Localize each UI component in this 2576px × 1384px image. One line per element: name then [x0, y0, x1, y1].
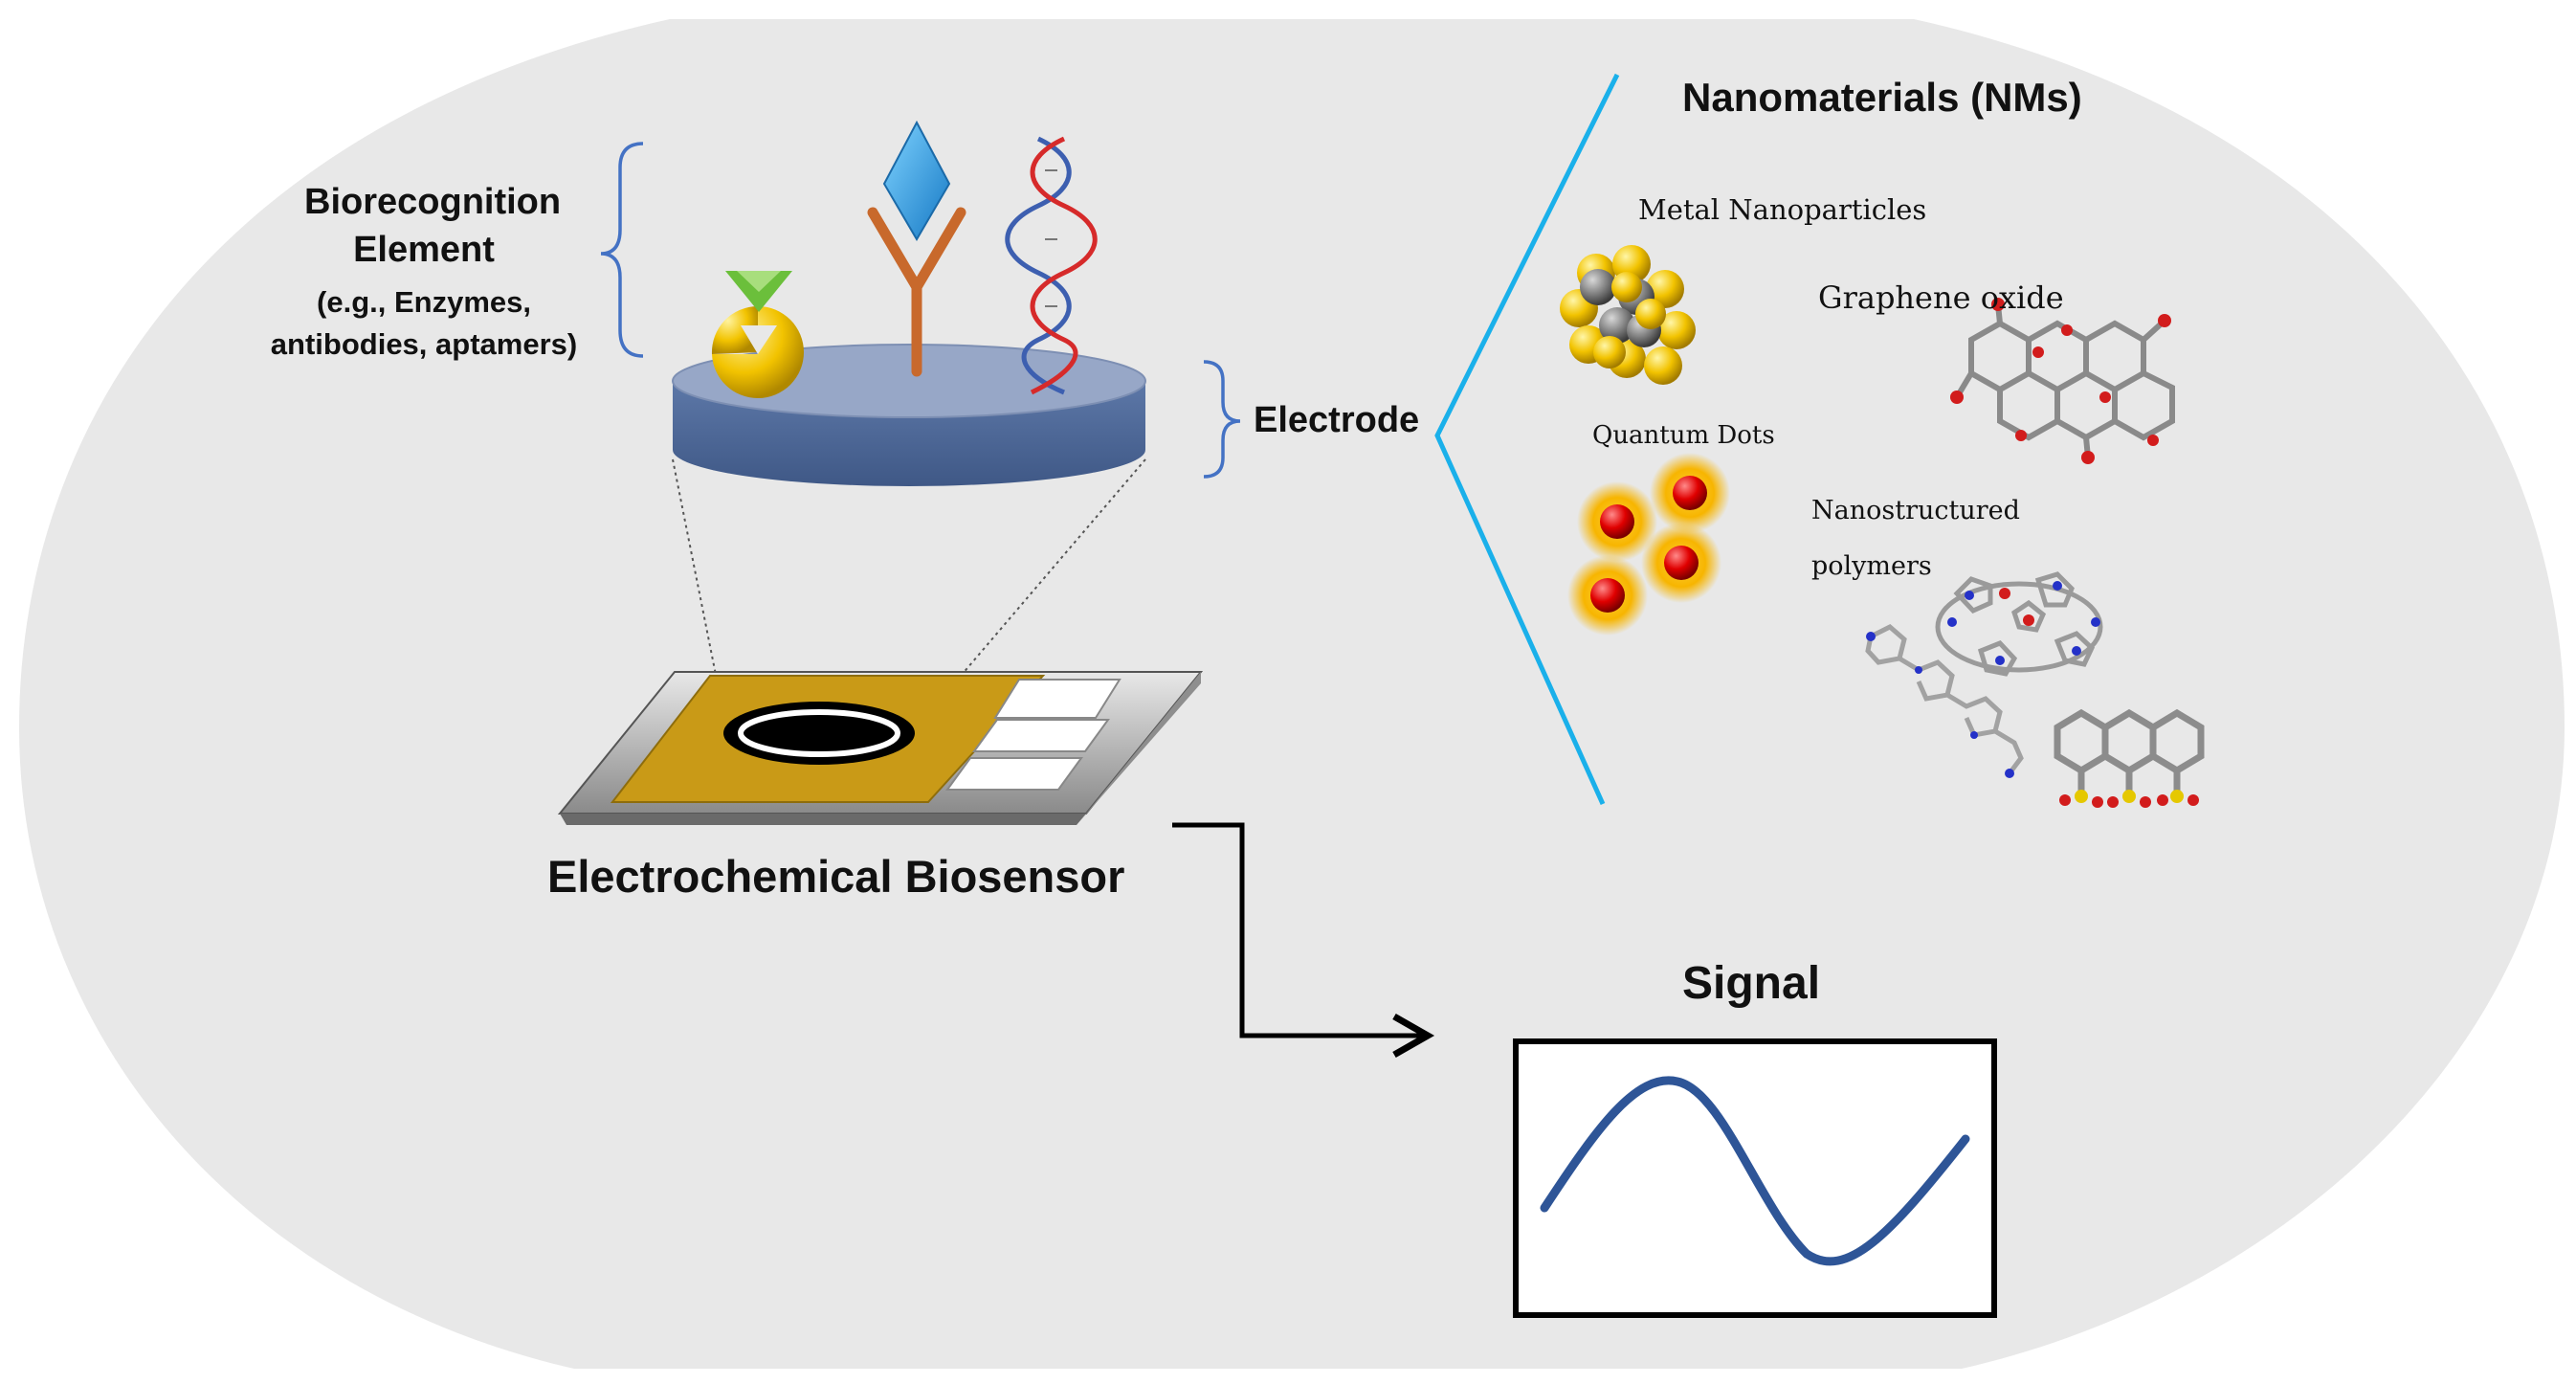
- signal-arrow: [1172, 822, 1435, 1059]
- aptamer-dna-icon: [1005, 136, 1098, 395]
- antibody-icon: [867, 207, 966, 377]
- biorecognition-examples-line2: antibodies, aptamers): [270, 327, 578, 361]
- electrode-bracket: [1203, 360, 1241, 479]
- polymer-chain-atoms: [1866, 632, 2014, 778]
- projection-line-right: [916, 458, 1146, 728]
- signal-wave: [1540, 1076, 1970, 1266]
- biorecognition-bracket: [600, 142, 644, 358]
- enzyme-icon: [711, 271, 804, 399]
- polymer-macrocycle-icon: [1935, 571, 2103, 677]
- metal-nanoparticles-label: Metal Nanoparticles: [1638, 193, 1927, 226]
- graphene-oxide-label: Graphene oxide: [1818, 279, 2064, 316]
- nanostructured-label-line1: Nanostructured: [1811, 496, 2020, 525]
- biorecognition-title-line1: Biorecognition: [304, 182, 562, 222]
- graphene-oxide-icon: [1954, 301, 2175, 460]
- quantum-dots-label: Quantum Dots: [1592, 421, 1775, 450]
- nanostructured-label-line2: polymers: [1811, 551, 1932, 581]
- polymer-sulfonated-atoms: [2059, 790, 2199, 808]
- biorecognition-examples-line1: (e.g., Enzymes,: [317, 285, 531, 319]
- graphene-oxide-oxygens: [1950, 298, 2171, 464]
- biorecognition-title-line2: Element: [353, 230, 495, 270]
- quantum-dots-icon: [1567, 453, 1730, 636]
- nanomaterials-bracket: [1434, 73, 1620, 806]
- electrode-label: Electrode: [1254, 400, 1420, 440]
- nanomaterials-title: Nanomaterials (NMs): [1682, 75, 2082, 120]
- polymer-macrocycle-atoms: [1947, 581, 2100, 665]
- background-oval: [19, 19, 2565, 1369]
- metal-nanoparticles-icon: [1560, 245, 1696, 385]
- sensor-title: Electrochemical Biosensor: [547, 851, 1125, 902]
- projection-line-left: [672, 458, 717, 676]
- signal-title: Signal: [1682, 958, 1821, 1009]
- antigen-icon: [882, 120, 951, 241]
- screen-printed-electrode: [557, 671, 1204, 825]
